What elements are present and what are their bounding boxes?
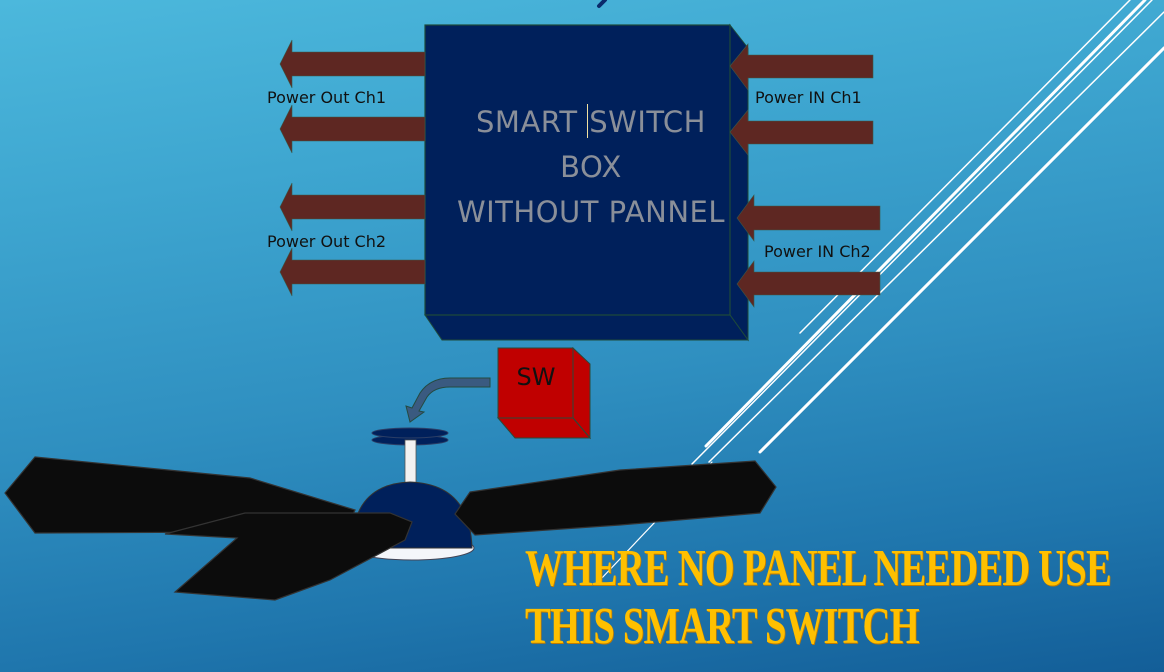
headline-line-1: WHERE NO PANEL NEEDED USE: [525, 540, 1112, 597]
arrow-in-ch2-a: [736, 194, 881, 242]
label-power-in-ch2: Power IN Ch2: [764, 242, 871, 261]
curved-arrow-icon: [405, 377, 491, 423]
box-title[interactable]: SMART SWITCH BOX WITHOUT PANNEL: [426, 100, 756, 235]
box-title-line-1: SMART SWITCH: [476, 104, 706, 139]
headline: WHERE NO PANEL NEEDED USE THIS SMART SWI…: [525, 540, 1112, 656]
headline-line-2: THIS SMART SWITCH: [525, 598, 920, 655]
text-caret: [587, 104, 589, 138]
title-fragment-mark: [597, 0, 607, 8]
arrow-out-ch1-b: [279, 104, 426, 154]
label-power-out-ch2: Power Out Ch2: [267, 232, 387, 251]
ceiling-fan-icon: [4, 427, 777, 601]
arrow-out-ch1-a: [279, 39, 426, 89]
arrow-in-ch2-b: [736, 260, 881, 308]
arrow-out-ch2-b: [279, 247, 426, 297]
arrow-in-ch1-a: [729, 43, 874, 91]
input-arrows: [729, 43, 881, 308]
box-title-line-3: WITHOUT PANNEL: [456, 195, 726, 229]
output-arrows: [279, 39, 426, 297]
smart-switch-box: [424, 23, 749, 342]
arrow-out-ch2-a: [279, 182, 426, 232]
switch-cube: [496, 346, 592, 440]
box-title-line-2: BOX: [560, 150, 622, 184]
arrow-in-ch1-b: [729, 109, 874, 156]
switch-label: SW: [516, 363, 556, 391]
label-power-in-ch1: Power IN Ch1: [755, 88, 862, 107]
label-power-out-ch1: Power Out Ch1: [267, 88, 387, 107]
